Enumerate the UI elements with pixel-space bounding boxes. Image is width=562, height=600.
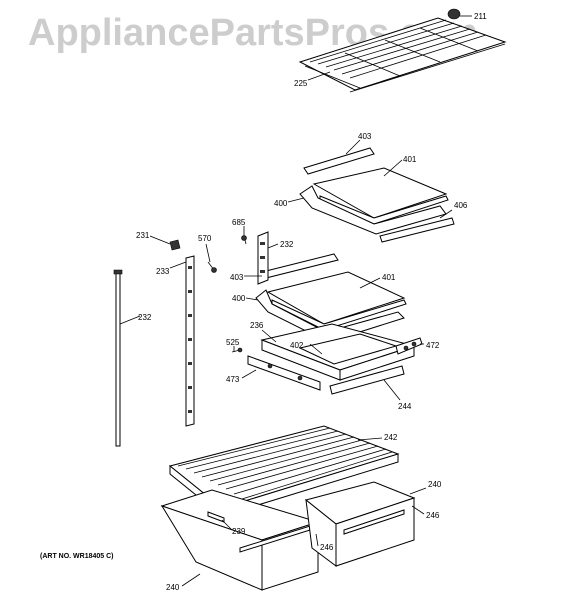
screw-525[interactable] xyxy=(231,347,243,353)
wire-shelf-225[interactable] xyxy=(298,17,507,93)
callout-406: 406 xyxy=(454,201,468,210)
callout-labels: 211 225 403 401 400 406 685 231 570 232 … xyxy=(136,12,487,592)
shelf-trim-406[interactable] xyxy=(379,217,455,243)
callout-225: 225 xyxy=(294,79,308,88)
callout-246-left: 246 xyxy=(320,543,334,552)
callout-525: 525 xyxy=(226,338,240,347)
callout-400-lower: 400 xyxy=(232,294,246,303)
leader-lines xyxy=(119,15,472,587)
shelf-support-232-left[interactable] xyxy=(113,269,123,447)
screw-570[interactable] xyxy=(207,261,217,273)
clip-231[interactable] xyxy=(169,239,181,251)
slide-rail-473[interactable] xyxy=(247,355,321,391)
callout-401-lower: 401 xyxy=(382,273,396,282)
shelf-frame-400-lower[interactable] xyxy=(255,289,405,343)
callout-402: 402 xyxy=(290,341,304,350)
callout-246-right: 246 xyxy=(426,511,440,520)
callout-570: 570 xyxy=(198,234,212,243)
art-number-note: (ART NO. WR18405 C) xyxy=(40,553,114,560)
callout-239: 239 xyxy=(232,527,246,536)
callout-236: 236 xyxy=(250,321,264,330)
callout-403-lower: 403 xyxy=(230,273,244,282)
callout-401-upper: 401 xyxy=(403,155,417,164)
screw-685[interactable] xyxy=(241,235,247,245)
shelf-support-232-right[interactable] xyxy=(257,231,269,285)
callout-685: 685 xyxy=(232,218,246,227)
shelf-frame-400-upper[interactable] xyxy=(299,185,447,235)
callout-211: 211 xyxy=(474,12,487,21)
shelf-trim-403-upper[interactable] xyxy=(303,147,375,175)
shelf-support-233[interactable] xyxy=(185,255,195,427)
callout-244: 244 xyxy=(398,402,412,411)
callout-400-upper: 400 xyxy=(274,199,288,208)
callout-233: 233 xyxy=(156,267,170,276)
pan-trim-244[interactable] xyxy=(329,365,405,395)
callout-231: 231 xyxy=(136,231,150,240)
callout-240-right: 240 xyxy=(428,480,442,489)
glass-shelf-401-lower[interactable] xyxy=(266,271,407,331)
callout-240-left: 240 xyxy=(166,583,180,592)
shelf-end-cap-211[interactable] xyxy=(447,8,461,20)
callout-242: 242 xyxy=(384,433,398,442)
callout-232-upper: 232 xyxy=(280,240,294,249)
callout-232-left: 232 xyxy=(138,313,152,322)
callout-473: 473 xyxy=(226,375,240,384)
crisper-drawer-240-right[interactable] xyxy=(304,481,416,567)
crisper-drawer-240-left[interactable] xyxy=(160,489,320,591)
callout-472: 472 xyxy=(426,341,440,350)
shelf-trim-403-lower[interactable] xyxy=(261,253,339,279)
callout-403-upper: 403 xyxy=(358,132,372,141)
